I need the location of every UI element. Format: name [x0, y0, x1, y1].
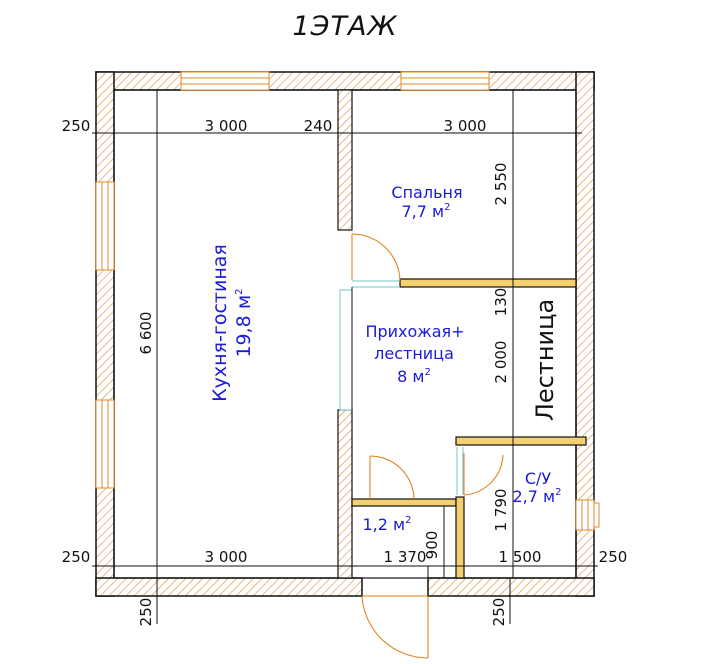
room-bedroom: Спальня 7,7 м2	[391, 183, 462, 221]
dim-depth-total: 6 600	[137, 312, 155, 355]
dim-top-left-span: 3 000	[205, 117, 248, 135]
room-hall-area: 8 м2	[397, 367, 431, 386]
dim-closet: 900	[423, 531, 441, 560]
room-bath-name: С/У	[525, 469, 552, 488]
room-bedroom-area: 7,7 м2	[402, 202, 451, 221]
interior-walls	[337, 89, 587, 579]
dim-bottom-right-wall: 250	[599, 548, 628, 566]
room-closet: 1,2 м2	[363, 515, 412, 534]
room-hall: Прихожая+ лестница 8 м2	[365, 322, 464, 386]
dim-bottom-mid-span: 1 370	[384, 548, 427, 566]
dim-partition-130: 130	[492, 288, 510, 317]
doors	[351, 233, 504, 659]
dim-below-right-wall: 250	[490, 598, 508, 627]
glass-lines	[352, 280, 464, 495]
dim-bottom-left-span: 3 000	[205, 548, 248, 566]
room-bath-area: 2,7 м2	[513, 487, 562, 506]
dim-hall-depth: 2 000	[492, 341, 510, 384]
room-hall-name2: лестница	[374, 344, 454, 363]
dim-bedroom-depth: 2 550	[492, 163, 510, 206]
room-kitchen-name: Кухня-гостиная	[209, 244, 231, 402]
dim-bottom-left-wall: 250	[62, 548, 91, 566]
dim-bath-depth: 1 790	[492, 489, 510, 532]
dim-top-partition: 240	[304, 117, 333, 135]
dimension-lines	[92, 90, 598, 624]
dim-below-left-wall: 250	[137, 598, 155, 627]
dim-top-left-wall: 250	[62, 117, 91, 135]
room-kitchen: Кухня-гостиная 19,8 м2	[209, 244, 255, 402]
room-hall-name1: Прихожая+	[365, 322, 464, 341]
room-stairs-label: Лестница	[531, 299, 559, 421]
dim-bottom-right-span: 1 500	[499, 548, 542, 566]
floor-title: 1ЭТАЖ	[292, 11, 397, 42]
room-closet-area: 1,2 м2	[363, 515, 412, 534]
room-bedroom-name: Спальня	[391, 183, 462, 202]
windows	[95, 71, 600, 531]
dim-top-right-span: 3 000	[444, 117, 487, 135]
room-kitchen-area: 19,8 м2	[233, 288, 255, 357]
room-bath: С/У 2,7 м2	[513, 469, 562, 506]
